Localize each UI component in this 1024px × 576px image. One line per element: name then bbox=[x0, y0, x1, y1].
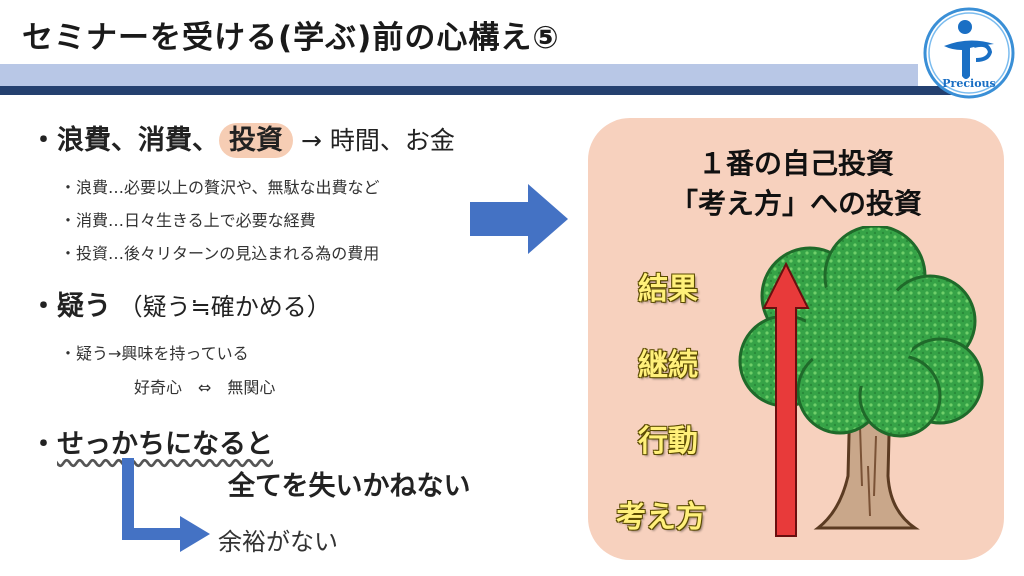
curiosity-contrast: 好奇心 ⇔ 無関心 bbox=[134, 378, 276, 397]
label-way-of-thinking: 考え方 bbox=[616, 500, 706, 535]
invest-definition: ・投資…後々リターンの見込まれる為の費用 bbox=[60, 244, 380, 263]
waste-consume-text: 浪費、消費、 bbox=[57, 125, 219, 156]
waste-definition: ・浪費…必要以上の贅沢や、無駄な出費など bbox=[60, 178, 380, 197]
consume-definition: ・消費…日々生きる上で必要な経費 bbox=[60, 211, 316, 230]
label-action: 行動 bbox=[638, 424, 698, 459]
logo-text: Precious bbox=[942, 77, 995, 90]
tree-illustration bbox=[738, 226, 984, 530]
invest-highlight: 投資 bbox=[219, 123, 293, 158]
bullet-waste-consume-invest: ・浪費、消費、投資 → 時間、お金 bbox=[30, 118, 455, 158]
panel-title-line2: 「考え方」への投資 bbox=[669, 187, 922, 220]
up-arrow-icon bbox=[762, 262, 810, 537]
no-leeway-text: 余裕がない bbox=[218, 528, 338, 556]
right-arrow-icon bbox=[470, 184, 568, 254]
lose-everything-text: 全てを失いかねない bbox=[228, 471, 471, 502]
title-bar-light bbox=[0, 64, 918, 86]
logo: Precious bbox=[923, 7, 1015, 99]
doubt-definition: ・疑う→興味を持っている bbox=[60, 344, 249, 363]
panel-title-line1: １番の自己投資 bbox=[697, 147, 894, 180]
bullet-impatience: ・せっかちになると bbox=[30, 422, 273, 461]
bullet-doubt: ・疑う （疑う≒確かめる） bbox=[30, 284, 331, 323]
impatience-heading: せっかちになると bbox=[57, 429, 273, 460]
bullet-dot: ・ bbox=[30, 429, 57, 460]
doubt-heading: 疑う bbox=[57, 291, 111, 322]
doubt-explanation: （疑う≒確かめる） bbox=[111, 293, 331, 321]
bullet-dot: ・ bbox=[30, 291, 57, 322]
person-logo-icon bbox=[944, 20, 994, 79]
time-money-text: → 時間、お金 bbox=[293, 126, 455, 155]
page-title: セミナーを受ける(学ぶ)前の心構え⑤ bbox=[22, 20, 560, 56]
bullet-dot: ・ bbox=[30, 125, 57, 156]
label-result: 結果 bbox=[638, 272, 698, 307]
title-bar-dark bbox=[0, 86, 970, 95]
label-continuation: 継続 bbox=[638, 348, 698, 383]
bent-arrow-icon bbox=[122, 458, 210, 552]
